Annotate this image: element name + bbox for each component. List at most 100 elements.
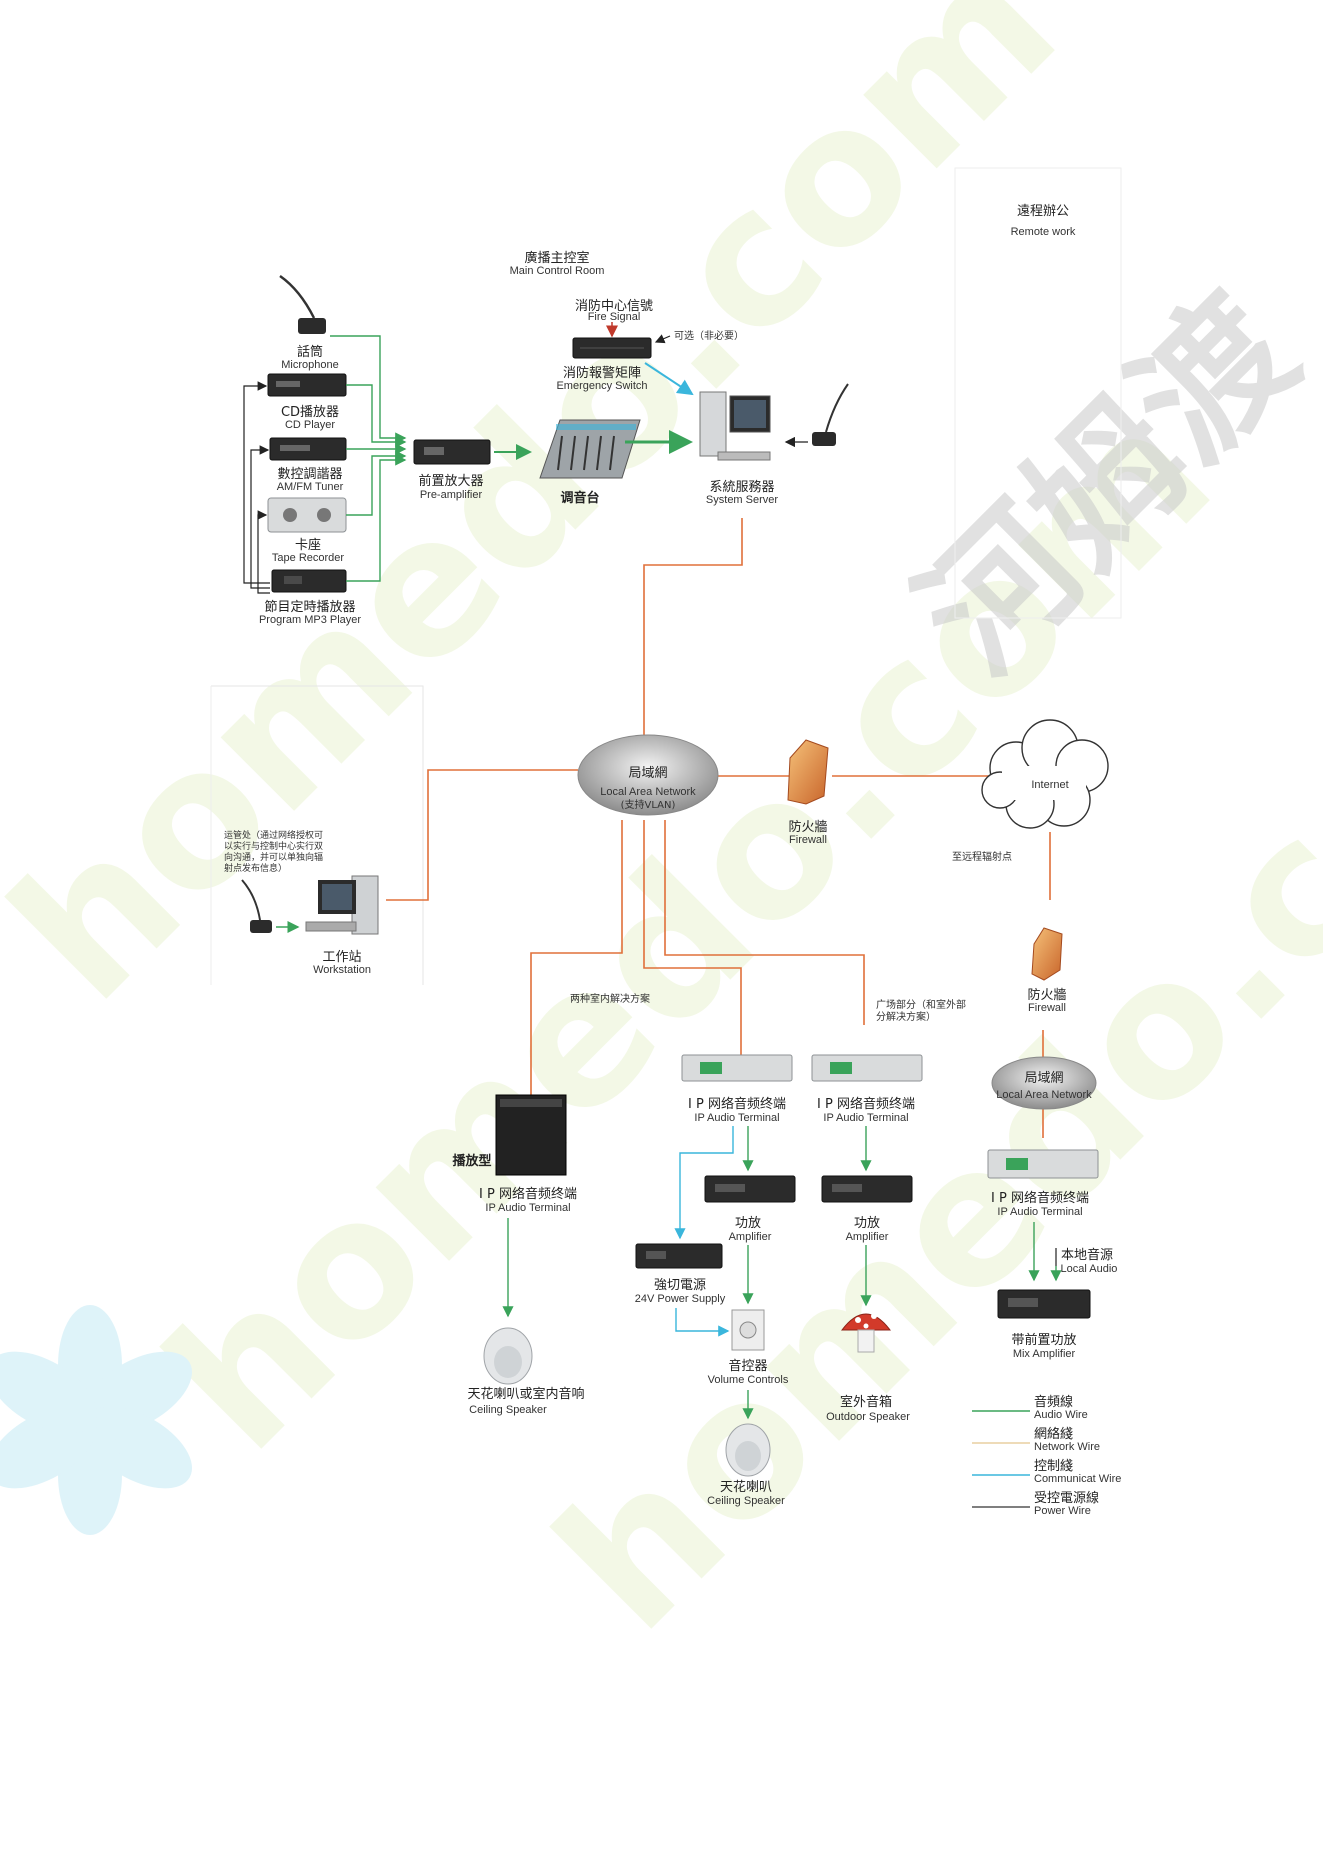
workstation-microphone-icon bbox=[241, 879, 272, 933]
firewall-icon bbox=[787, 739, 829, 805]
lan-2-subtitle: Local Area Network bbox=[996, 1089, 1092, 1101]
ceiling-speaker-2-title: 天花喇叭 bbox=[720, 1479, 772, 1495]
outdoor-solution-line-1: 广场部分（和室外部 bbox=[876, 998, 966, 1011]
volume-control-subtitle: Volume Controls bbox=[708, 1374, 789, 1386]
mp3-player-subtitle: Program MP3 Player bbox=[259, 614, 361, 626]
ip-terminal-2-title: I P 网络音频终端 bbox=[817, 1096, 915, 1112]
fire-signal-subtitle: Fire Signal bbox=[588, 311, 641, 323]
legend-power-title: 受控電源線 bbox=[1034, 1490, 1099, 1506]
indoor-solutions-label: 两种室内解决方案 bbox=[570, 992, 650, 1005]
workstation-computer-icon bbox=[305, 875, 379, 935]
remote-work-frame bbox=[954, 167, 1122, 619]
lan-cloud bbox=[577, 734, 719, 816]
preamp-title: 前置放大器 bbox=[418, 473, 483, 489]
workstation-title: 工作站 bbox=[322, 950, 361, 965]
mix-amplifier-device bbox=[997, 1289, 1091, 1319]
volume-control-icon bbox=[731, 1309, 765, 1351]
firewall-title: 防火牆 bbox=[788, 819, 827, 835]
tuner-title: 數控調諧器 bbox=[277, 466, 342, 482]
workstation-frame bbox=[211, 685, 424, 985]
volume-control-title: 音控器 bbox=[728, 1358, 767, 1374]
ceiling-speaker-icon bbox=[483, 1327, 533, 1385]
management-note-line-2: 以实行与控制中心实行双 bbox=[224, 840, 323, 852]
watermark-site: homedo.com bbox=[0, 0, 1097, 1042]
mix-amplifier-subtitle: Mix Amplifier bbox=[1013, 1348, 1076, 1360]
lan-note: (支持VLAN) bbox=[621, 798, 676, 811]
legend-audio-title: 音頻線 bbox=[1034, 1394, 1073, 1410]
emergency-switch-subtitle: Emergency Switch bbox=[556, 380, 647, 392]
mix-amplifier-title: 带前置功放 bbox=[1011, 1332, 1076, 1348]
microphone-title: 話筒 bbox=[297, 344, 323, 360]
legend-network-subtitle: Network Wire bbox=[1034, 1441, 1100, 1453]
server-computer-icon bbox=[699, 391, 771, 461]
legend: 音頻線 Audio Wire 網絡綫 Network Wire 控制綫 Comm… bbox=[972, 1394, 1121, 1517]
lan-subtitle: Local Area Network bbox=[600, 786, 696, 798]
power-supply-device bbox=[635, 1243, 723, 1269]
ip-terminal-title: I P 网络音频终端 bbox=[688, 1096, 786, 1112]
ceiling-speaker-2-icon bbox=[725, 1423, 771, 1477]
cd-player-title: CD播放器 bbox=[281, 405, 339, 420]
ip-terminal-device bbox=[681, 1054, 793, 1082]
preamp-device bbox=[413, 439, 491, 465]
outdoor-speaker-icon bbox=[840, 1313, 892, 1353]
outdoor-speaker-subtitle: Outdoor Speaker bbox=[826, 1411, 910, 1423]
tape-recorder-title: 卡座 bbox=[295, 538, 321, 553]
broadcast-terminal-title: I P 网络音频终端 bbox=[479, 1186, 577, 1202]
remote-point-label: 至远程辐射点 bbox=[952, 850, 1012, 863]
mp3-player-title: 節目定時播放器 bbox=[264, 600, 355, 615]
lan-title: 局域網 bbox=[628, 766, 667, 781]
mp3-player-device bbox=[271, 569, 347, 593]
watermark: homedo.com homedo.com homedo.com bbox=[0, 0, 1323, 1672]
mixer-device bbox=[539, 419, 641, 479]
firewall-2-title: 防火牆 bbox=[1027, 987, 1066, 1003]
management-note-line-1: 运管处（通过网络授权可 bbox=[224, 829, 323, 841]
amplifier-2-subtitle: Amplifier bbox=[846, 1231, 889, 1243]
lan-2-title: 局域網 bbox=[1024, 1071, 1063, 1086]
ceiling-speaker-1-title: 天花喇叭或室内音响 bbox=[467, 1386, 584, 1402]
microphone-icon bbox=[279, 274, 326, 334]
ip-terminal-subtitle: IP Audio Terminal bbox=[694, 1112, 779, 1124]
tape-recorder-device bbox=[267, 497, 347, 533]
legend-network-title: 網絡綫 bbox=[1034, 1426, 1073, 1442]
legend-power-subtitle: Power Wire bbox=[1034, 1505, 1091, 1517]
ip-terminal-3-subtitle: IP Audio Terminal bbox=[997, 1206, 1082, 1218]
audio-wires-sources bbox=[330, 335, 407, 582]
emergency-switch-title: 消防報警矩陣 bbox=[563, 365, 641, 381]
management-note-line-4: 射点发布信息） bbox=[224, 862, 287, 874]
power-supply-subtitle: 24V Power Supply bbox=[635, 1293, 726, 1305]
broadcast-terminal-device bbox=[495, 1094, 567, 1176]
local-audio-subtitle: Local Audio bbox=[1061, 1263, 1118, 1275]
outdoor-speaker-title: 室外音箱 bbox=[840, 1394, 892, 1410]
amplifier-2-title: 功放 bbox=[854, 1216, 880, 1231]
server-microphone-icon bbox=[812, 383, 849, 446]
ip-terminal-2-subtitle: IP Audio Terminal bbox=[823, 1112, 908, 1124]
ceiling-speaker-2-subtitle: Ceiling Speaker bbox=[707, 1495, 785, 1507]
microphone-subtitle: Microphone bbox=[281, 359, 338, 371]
cd-player-subtitle: CD Player bbox=[285, 419, 335, 431]
amplifier-subtitle: Amplifier bbox=[729, 1231, 772, 1243]
tape-recorder-subtitle: Tape Recorder bbox=[272, 552, 344, 564]
internet-cloud-icon bbox=[981, 719, 1109, 829]
tuner-subtitle: AM/FM Tuner bbox=[277, 481, 344, 493]
amplifier-title: 功放 bbox=[735, 1216, 761, 1231]
power-supply-title: 強切電源 bbox=[654, 1278, 706, 1293]
watermark-flower-icon bbox=[0, 1305, 193, 1535]
server-subtitle: System Server bbox=[706, 494, 778, 506]
legend-control-subtitle: Communicat Wire bbox=[1034, 1473, 1121, 1485]
mixer-title: 调音台 bbox=[560, 490, 599, 506]
cd-player-device bbox=[267, 373, 347, 397]
ceiling-speaker-1-subtitle: Ceiling Speaker bbox=[469, 1404, 547, 1416]
lan-2-cloud bbox=[991, 1056, 1097, 1110]
internet-label: Internet bbox=[1031, 779, 1068, 791]
amplifier-device bbox=[704, 1175, 796, 1203]
workstation-subtitle: Workstation bbox=[313, 964, 371, 976]
outdoor-solution-line-2: 分解决方案） bbox=[876, 1010, 936, 1023]
control-room-title: 廣播主控室 bbox=[524, 250, 589, 266]
control-room-subtitle: Main Control Room bbox=[510, 265, 605, 277]
network-wires bbox=[386, 518, 1051, 1138]
firewall-2-icon bbox=[1031, 927, 1063, 981]
server-title: 系統服務器 bbox=[709, 480, 774, 495]
firewall-subtitle: Firewall bbox=[789, 834, 827, 846]
emergency-switch-device bbox=[572, 337, 652, 359]
